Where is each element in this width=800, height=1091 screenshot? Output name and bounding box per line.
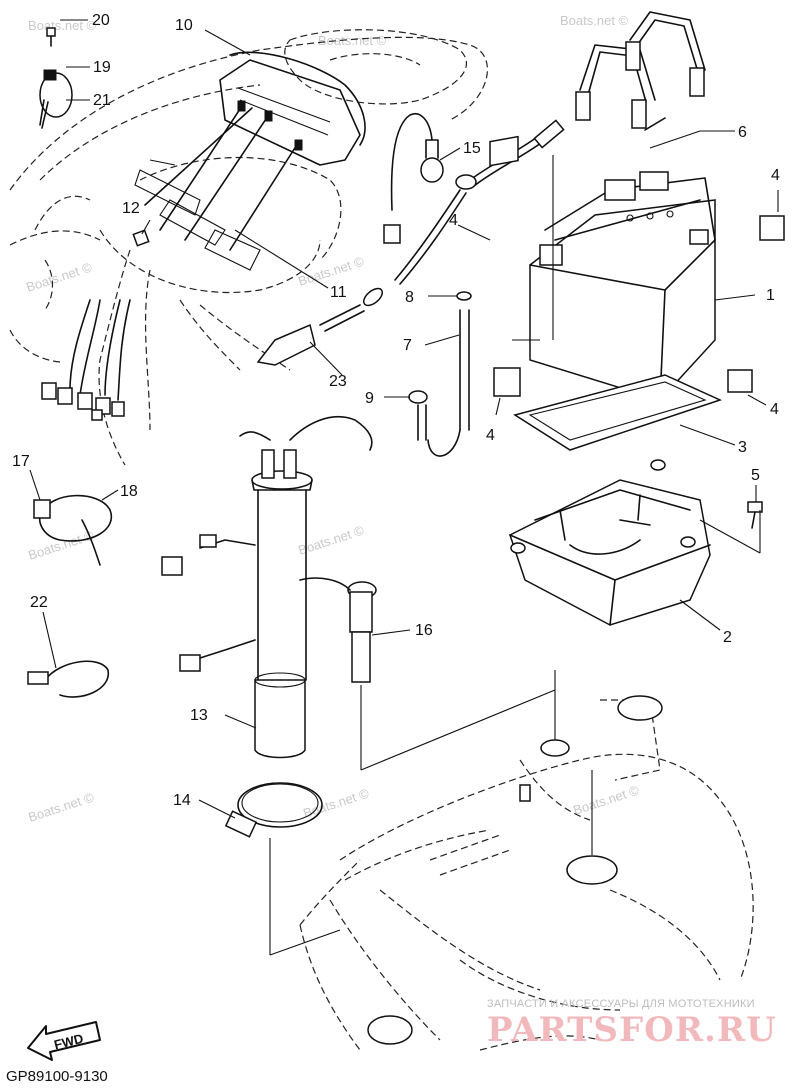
callout-17: 17 — [12, 453, 30, 470]
battery — [529, 171, 716, 401]
callout-21: 21 — [93, 92, 111, 109]
callout-14: 14 — [173, 792, 191, 809]
battery-straps — [575, 11, 706, 131]
callout-19: 19 — [93, 59, 111, 76]
callout-2: 2 — [723, 629, 732, 646]
bolt-5 — [699, 501, 763, 554]
fuse-holder — [383, 113, 444, 244]
instrument-panel — [134, 51, 366, 271]
hull-outline — [9, 29, 488, 466]
callout-10: 10 — [175, 17, 193, 34]
callout-18: 18 — [120, 483, 138, 500]
watermark: Boats.net © — [24, 259, 94, 294]
watermark: Boats.net © — [318, 33, 387, 48]
fwd-label: FWD — [53, 1031, 85, 1053]
callout-9: 9 — [365, 390, 374, 407]
vent-tube — [408, 155, 554, 457]
diagram-code: GP89100-9130 — [6, 1068, 108, 1085]
callout-20: 20 — [92, 12, 110, 29]
battery-box — [509, 459, 711, 626]
watermark: Boats.net © — [26, 789, 96, 824]
battery-mat — [513, 374, 723, 451]
callouts: 1 2 3 4 4 4 4 5 6 7 8 9 10 11 12 13 14 1… — [12, 12, 780, 809]
callout-12: 12 — [122, 200, 140, 217]
fuel-sensor — [299, 577, 556, 771]
callout-4: 4 — [449, 212, 458, 229]
leader-lines — [29, 19, 779, 819]
fuel-sender — [161, 415, 373, 759]
watermark: Boats.net © — [571, 782, 641, 817]
pads — [489, 135, 785, 397]
callout-13: 13 — [190, 707, 208, 724]
callout-11: 11 — [330, 284, 347, 301]
callout-6: 6 — [738, 124, 747, 141]
callout-3: 3 — [738, 439, 747, 456]
hose-clamp — [224, 782, 341, 956]
callout-8: 8 — [405, 289, 414, 306]
callout-1: 1 — [766, 287, 775, 304]
connector-12 — [132, 229, 150, 247]
callout-16: 16 — [415, 622, 433, 639]
watermark: Boats.net © — [26, 527, 96, 562]
wire-harness — [41, 299, 131, 421]
watermark: Boats.net © — [28, 18, 97, 33]
callout-5: 5 — [751, 467, 760, 484]
cable-tie — [27, 660, 109, 698]
fuel-tank — [299, 695, 754, 1051]
callout-4: 4 — [771, 167, 780, 184]
callout-4: 4 — [486, 427, 495, 444]
callout-4: 4 — [770, 401, 779, 418]
clamp-band — [33, 494, 113, 566]
watermark: Boats.net © — [560, 13, 629, 28]
callout-15: 15 — [463, 140, 481, 157]
brand-logo: PARTSFOR.RU — [487, 1010, 777, 1050]
callout-23: 23 — [329, 373, 347, 390]
fwd-arrow-icon: FWD — [27, 1021, 101, 1061]
cable-holder — [39, 27, 73, 129]
battery-cable — [256, 119, 565, 366]
brand-tagline: ЗАПЧАСТИ И АКСЕССУАРЫ ДЛЯ МОТОТЕХНИКИ — [487, 998, 755, 1010]
callout-22: 22 — [30, 594, 48, 611]
callout-7: 7 — [403, 337, 412, 354]
